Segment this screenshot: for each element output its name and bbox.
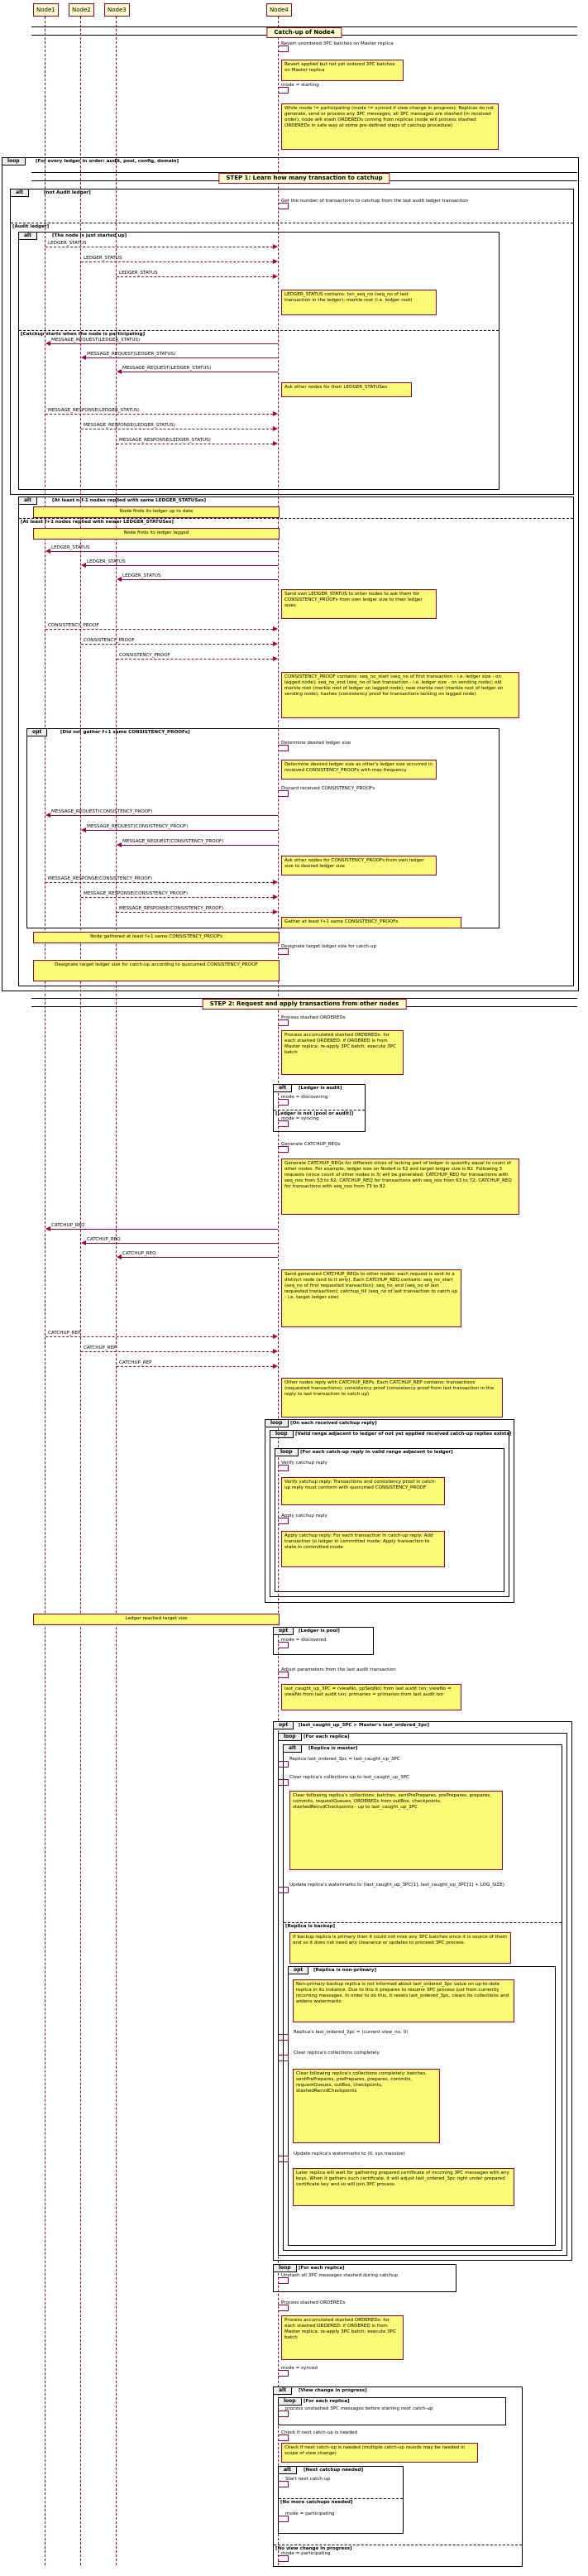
self-msg <box>278 790 289 797</box>
lifeline-node3 <box>116 17 117 2565</box>
self-msg <box>278 2034 289 2041</box>
opt-non-primary-frame: opt [Replica is non-primary] <box>288 1966 556 2246</box>
participant-node3: Node3 <box>104 3 130 17</box>
loop-unstash-frame: loop [For each replica] <box>273 2264 457 2292</box>
self-msg <box>278 46 289 52</box>
catchup-title: Catch-up of Node4 <box>266 27 342 38</box>
self-msg <box>278 1779 289 1786</box>
msg-mode-start: mode = starting <box>281 83 319 88</box>
self-msg <box>278 2277 289 2284</box>
alt-ledger-audit-frame: alt [Ledger is audit] [Ledger is not (po… <box>273 1084 366 1132</box>
participant-node4: Node4 <box>266 3 292 17</box>
self-msg <box>278 2156 289 2162</box>
self-msg <box>278 1518 289 1524</box>
self-msg <box>278 87 289 94</box>
self-msg <box>278 2481 289 2487</box>
self-msg <box>278 1019 289 1026</box>
lifeline-node4 <box>278 17 279 2565</box>
self-msg <box>278 1642 289 1648</box>
alt-not-audit-frame: alt [not Audit ledger] [Audit ledger] <box>10 189 574 495</box>
self-msg <box>278 2411 289 2417</box>
self-msg <box>278 745 289 751</box>
note-revert: Revert applied but not yet ordered 3PC b… <box>281 60 404 81</box>
self-msg <box>278 1761 289 1768</box>
alt-started-frame: alt [The node is just started up] [Catch… <box>18 232 500 490</box>
step1-title: STEP 1: Learn how many transaction to ca… <box>218 173 390 184</box>
self-msg <box>278 1099 289 1106</box>
loop-ledgers-cond: [For every ledger in order: audit, pool,… <box>36 159 179 164</box>
alt-view-change-frame: alt [View change in progress] [No view c… <box>273 2387 523 2567</box>
alt-replica-master-frame: alt [Replica is master] [Replica is back… <box>283 1744 562 2251</box>
loop-process-unstashed-frame: loop [For each replica] <box>278 2397 506 2425</box>
self-msg <box>278 1120 289 1127</box>
alt-next-catchup-frame: alt [Next catchup needed] [No more catch… <box>278 2466 404 2534</box>
opt-cp-frame: opt [Did not gather f+1 same CONSISTENCY… <box>26 728 500 928</box>
self-msg <box>278 1887 289 1893</box>
loop-replies-frame: loop [On each received catchup reply] <box>265 1419 514 1603</box>
step2-title: STEP 2: Request and apply transactions f… <box>202 999 407 1010</box>
step2-divider: STEP 2: Request and apply transactions f… <box>31 998 577 1010</box>
loop-valid-range-frame: loop [Valid range adjacent to ledger of … <box>270 1430 511 1597</box>
self-msg <box>278 1146 289 1153</box>
loop-each-reply-frame: loop [For each catch-up reply in valid r… <box>275 1448 504 1592</box>
self-msg <box>278 2305 289 2311</box>
self-msg <box>278 2370 289 2377</box>
step1-divider: STEP 1: Learn how many transaction to ca… <box>31 172 577 184</box>
opt-last-caught-frame: opt [last_caught_up_3PC > Master's last_… <box>273 1721 572 2261</box>
self-msg <box>278 203 289 209</box>
self-msg <box>278 1672 289 1678</box>
self-msg <box>278 1465 289 1471</box>
opt-pool-frame: opt [Ledger is pool] <box>273 1627 374 1655</box>
msg-revert: Revert unordered 3PC batches on Master r… <box>281 41 394 46</box>
loop-ledgers-frame: loop [For every ledger in order: audit, … <box>2 157 579 991</box>
self-msg <box>278 2516 289 2522</box>
catchup-title-divider: Catch-up of Node4 <box>31 26 577 38</box>
self-msg <box>278 2555 289 2562</box>
lifeline-node2 <box>80 17 81 2565</box>
self-msg <box>278 2434 289 2441</box>
self-msg <box>278 2055 289 2061</box>
alt-ledger-status-frame: alt [At least n-f-1 nodes replied with s… <box>18 496 574 986</box>
note-while-mode: While mode != participating (mode != syn… <box>281 103 499 150</box>
loop-replicas-frame: loop [For each replica] <box>278 1733 567 2256</box>
self-msg <box>278 948 289 955</box>
participant-node2: Node2 <box>69 3 94 17</box>
participant-node1: Node1 <box>33 3 59 17</box>
